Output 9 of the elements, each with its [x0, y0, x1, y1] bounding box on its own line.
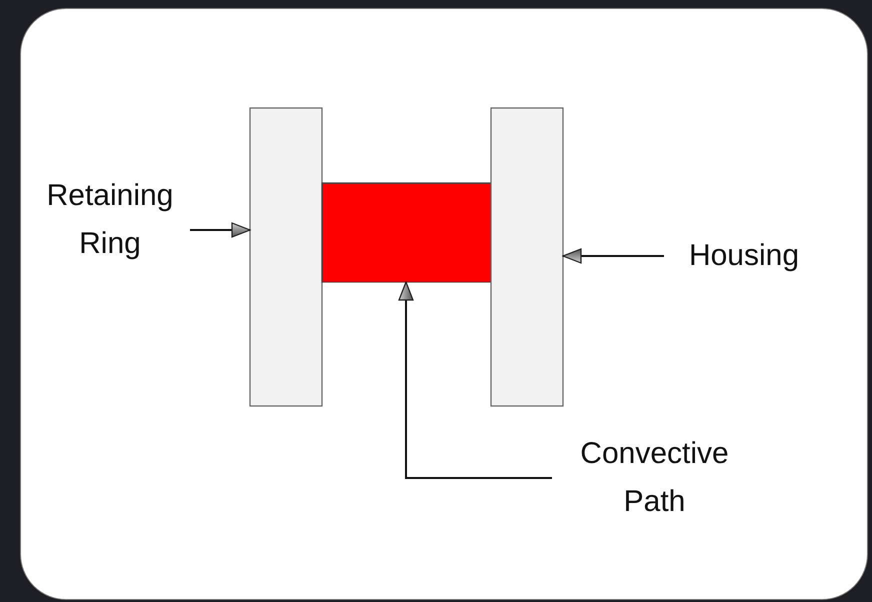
- part-label: Convective Path: [552, 430, 757, 526]
- ring-bar: [490, 107, 564, 407]
- part-label: Housing: [664, 232, 824, 280]
- leader-arrow: [398, 281, 552, 479]
- leader-arrow: [562, 248, 664, 264]
- part-label: Retaining Ring: [30, 172, 190, 268]
- leader-arrow: [190, 222, 251, 238]
- ring-bar: [249, 107, 323, 407]
- block: [321, 182, 492, 283]
